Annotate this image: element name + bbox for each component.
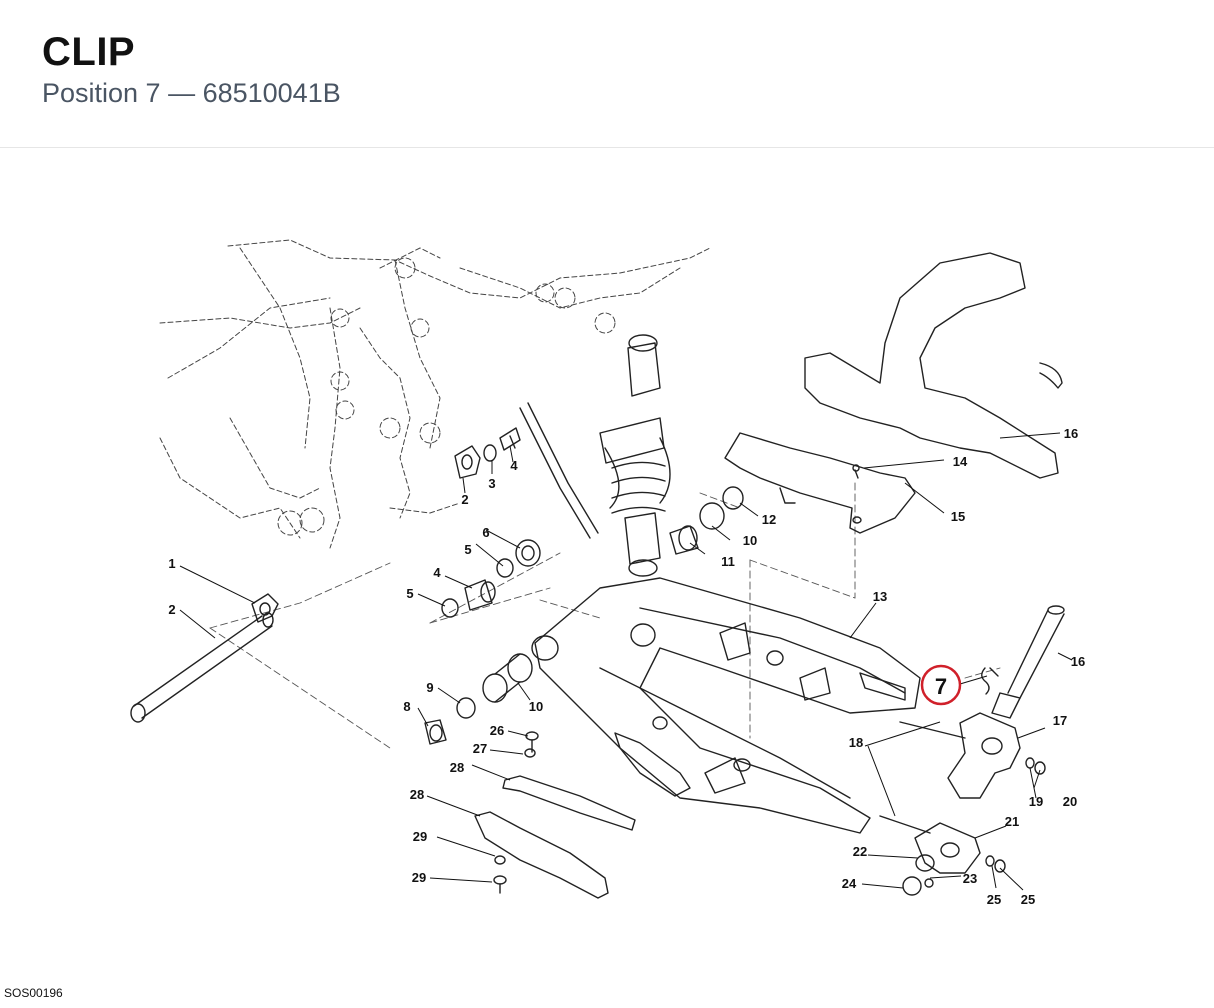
part-19-cover [724, 432, 916, 534]
callout-28-upper: 20 [1063, 794, 1077, 809]
part-24-chain-guard [804, 252, 1063, 479]
callout-1: 2 [168, 602, 175, 617]
part-2-spacer [251, 445, 481, 623]
callout-2-left: 1 [168, 556, 175, 571]
highlighted-callout-7: 7 [920, 664, 962, 706]
callout-18: 14 [953, 454, 968, 469]
leader-lines [179, 432, 1073, 891]
page-subtitle: Position 7 — 68510041B [42, 78, 341, 108]
callout-24: 16 [1064, 426, 1078, 441]
callout-27: 23 [963, 871, 977, 886]
callout-22: 17 [1053, 713, 1067, 728]
callout-17: 28 [410, 787, 424, 802]
part-8-axle [991, 605, 1065, 719]
callout-9: 5 [464, 542, 471, 557]
callout-21: 18 [849, 735, 863, 750]
callout-4-upper: 4 [433, 565, 441, 580]
part-22-adjuster [899, 712, 1046, 799]
callout-25-upper: 27 [473, 741, 487, 756]
callout-6: 10 [529, 699, 543, 714]
page-title: CLIP [42, 30, 136, 74]
frame-outline [159, 239, 711, 549]
part-7-clip [981, 667, 999, 695]
page-header: CLIP Position 7 — 68510041B [0, 0, 1214, 148]
callout-4-lower: 8 [403, 699, 410, 714]
callout-14: 24 [842, 876, 857, 891]
callout-5-lower: 9 [426, 680, 433, 695]
callout-23: 3 [488, 476, 495, 491]
callout-26: 22 [853, 844, 867, 859]
drawing-code: SOS00196 [4, 986, 63, 1000]
part-1-pivot-shaft [130, 612, 274, 723]
part-3-bolt [483, 427, 521, 462]
part-17-chain-guide [474, 811, 609, 899]
callout-labels: 1 2 2 3 4 4 5 5 6 8 9 10 10 11 12 13 14 … [168, 426, 1085, 907]
swingarm [531, 577, 921, 834]
callout-5-upper: 5 [406, 586, 413, 601]
exploded-parts-diagram: 1 2 2 3 4 4 5 5 6 8 9 10 10 11 12 13 14 … [0, 148, 1214, 1003]
callout-16-lower: 29 [412, 870, 426, 885]
callout-20: 21 [1005, 814, 1019, 829]
callout-29-upper: 19 [1029, 794, 1043, 809]
callout-25-lower: 29 [413, 829, 427, 844]
callout-8: 16 [1071, 654, 1085, 669]
part-20-adjuster [879, 815, 1006, 896]
callout-2-upper: 2 [461, 492, 468, 507]
callout-13: 13 [873, 589, 887, 604]
part-15-slider [502, 775, 636, 831]
shock-absorber [519, 334, 671, 577]
callout-15: 28 [450, 760, 464, 775]
highlighted-callout-number: 7 [935, 674, 947, 699]
callout-29-lower: 25 [987, 892, 1001, 907]
small-screws [493, 731, 539, 894]
callout-3: 4 [510, 458, 518, 473]
assembly-guide-lines [209, 482, 1001, 749]
callout-12: 12 [762, 512, 776, 527]
callout-11: 11 [721, 554, 735, 569]
callout-16-upper: 26 [490, 723, 504, 738]
callout-28-lower: 25 [1021, 892, 1035, 907]
bushings-group [424, 486, 744, 745]
callout-19: 15 [951, 509, 965, 524]
callout-10-right: 10 [743, 533, 757, 548]
callout-10-left: 6 [482, 525, 489, 540]
